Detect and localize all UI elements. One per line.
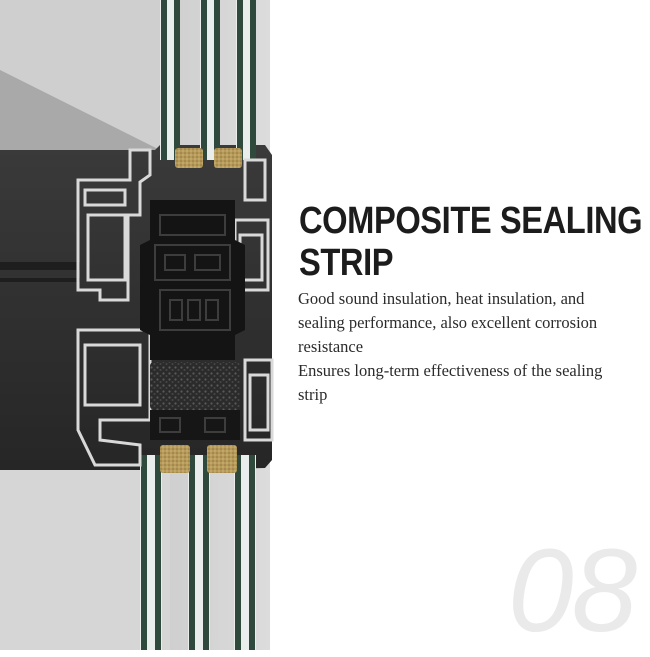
page-title: COMPOSITE SEALING STRIP bbox=[299, 200, 643, 284]
top-seals bbox=[175, 148, 242, 168]
glass-panes-bottom bbox=[140, 455, 256, 650]
thermal-break bbox=[140, 200, 245, 360]
bottom-seals bbox=[160, 445, 237, 473]
foam-core bbox=[150, 362, 240, 440]
page-number: 08 bbox=[508, 525, 637, 657]
description-line-2: Ensures long-term effectiveness of the s… bbox=[298, 361, 603, 404]
glass-panes-top bbox=[160, 0, 256, 160]
description-line-1: Good sound insulation, heat insulation, … bbox=[298, 289, 598, 356]
feature-description: Good sound insulation, heat insulation, … bbox=[298, 287, 628, 407]
title-line-2: STRIP bbox=[299, 242, 394, 284]
title-line-1: COMPOSITE SEALING bbox=[299, 200, 643, 242]
